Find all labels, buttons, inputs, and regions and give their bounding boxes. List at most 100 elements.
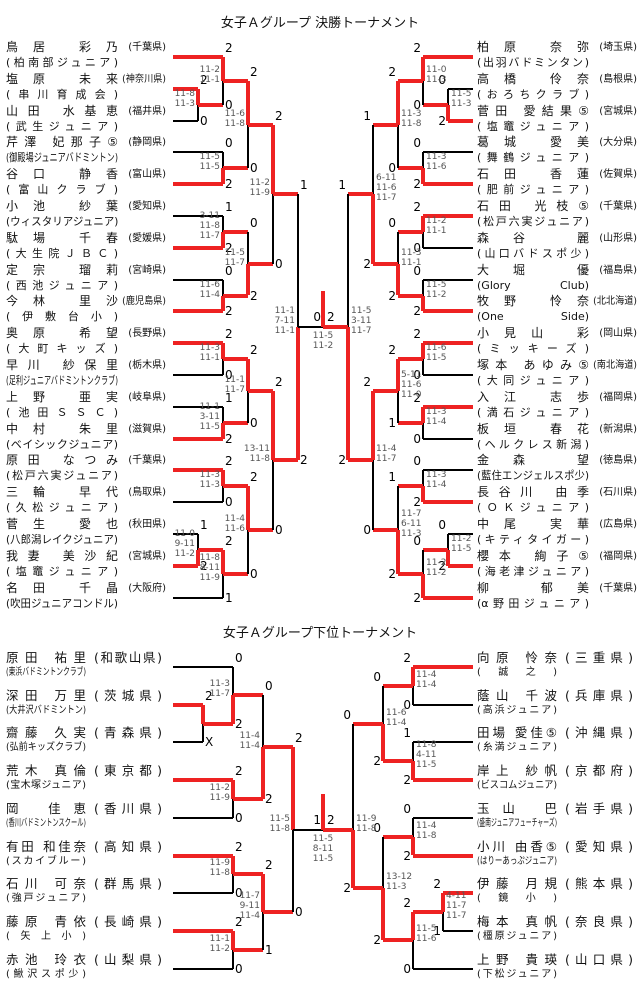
player-entry: 板垣 春花(新潟県)(ヘルクレス新潟): [477, 422, 637, 454]
winner-path: [246, 263, 250, 296]
game-score: 9-11: [239, 901, 260, 912]
games-won: 2: [403, 896, 411, 911]
games-won: 0: [388, 215, 396, 230]
player-club: (西池ジュニア): [6, 278, 118, 292]
section-title: 女子Ａグループ 決勝トーナメント: [220, 16, 420, 31]
bracket-connector: [412, 912, 414, 969]
final-line: [323, 325, 348, 330]
player-entry: 奥原 希望(長野県)(大町キッズ): [6, 326, 166, 358]
game-score: 11-7: [224, 384, 245, 395]
games-won: 0: [373, 669, 381, 684]
games-won: 0: [235, 961, 243, 976]
winner-path: [396, 359, 400, 391]
games-won: 2: [265, 858, 273, 873]
match-line: [273, 458, 298, 463]
player-line: [448, 563, 473, 568]
game-score: 11-6: [224, 524, 245, 535]
player-name: 柳 郁美: [477, 580, 589, 595]
winner-path: [221, 57, 225, 81]
player-club: (スカイブルー): [6, 855, 86, 867]
match-line: [223, 357, 248, 362]
player-line: [448, 118, 473, 123]
match-line: [248, 388, 273, 393]
games-won: 0: [363, 523, 371, 538]
games-won: 1: [265, 942, 273, 957]
games-won: 2: [438, 558, 446, 573]
player-entry: 三輪 早代(鳥取県)(久松ジュニア): [6, 485, 166, 517]
player-prefecture: (新潟県): [599, 423, 637, 435]
winner-path: [271, 390, 275, 461]
game-score: 11-4: [199, 289, 220, 300]
player-name: 柏原 奈弥: [477, 40, 589, 54]
games-won: 1: [225, 390, 233, 405]
player-line: [423, 55, 473, 59]
winner-path: [196, 549, 200, 566]
player-entry: 中尾 実華(広島県)(キティタイガー): [477, 517, 637, 549]
games-won: 2: [403, 773, 411, 788]
match-line: [233, 693, 263, 698]
player-line: [448, 87, 473, 90]
player-club: (大同ジュニア): [477, 374, 589, 387]
player-name: 牧野 怜奈: [477, 294, 589, 309]
games-won: 1: [225, 200, 233, 214]
winner-path: [231, 780, 235, 799]
match-line: [398, 78, 423, 83]
player-entry: 山田 水基恵(福井県)(武生ジュニア): [6, 104, 166, 136]
player-entry: 長谷川 由季(石川県)(ＯＫジュニア): [477, 485, 637, 517]
game-score: 11-7: [351, 326, 372, 337]
game-score: 11-7: [209, 689, 230, 700]
game-score: 11-8: [356, 823, 377, 834]
games-won: 0: [225, 263, 233, 278]
game-score: 11-7: [376, 193, 397, 204]
player-line: [173, 468, 223, 473]
match-line: [263, 910, 293, 915]
match-line: [398, 357, 423, 362]
games-won: 0: [250, 566, 258, 581]
player-name: 早川 紗保里: [6, 358, 118, 372]
player-name: 櫻本 絢子⑤: [477, 548, 589, 563]
game-score: 11-7: [401, 509, 422, 520]
winner-path: [221, 295, 225, 312]
winner-path: [396, 530, 400, 574]
player-line: [423, 374, 473, 376]
winner-path: [291, 747, 295, 830]
player-name: 芹澤 妃那子⑤: [6, 135, 118, 150]
player-prefecture: (愛知県): [565, 838, 633, 854]
player-prefecture: (千葉県): [128, 42, 166, 53]
game-score: 11-0: [174, 528, 195, 539]
games-won: 2: [225, 177, 233, 192]
game-score: 11-6: [426, 162, 447, 173]
player-entry: 藤原 青依(長崎県)(矢上小): [6, 914, 166, 946]
games-won: 2: [225, 454, 233, 469]
game-score: 11-1: [426, 225, 447, 236]
game-score: 11-2: [174, 548, 195, 559]
games-won: 2: [433, 877, 441, 892]
player-club: (おろちクラブ): [477, 87, 589, 101]
player-prefecture: (千葉県): [128, 455, 166, 467]
player-entry: 岸上 紗帆(京都府)(ビスコムジュニア): [477, 763, 637, 795]
games-won: 2: [413, 304, 421, 319]
match-line: [383, 834, 413, 839]
player-line: [173, 533, 198, 535]
player-prefecture: (山形県): [599, 232, 637, 244]
player-prefecture: (鹿児島県): [122, 296, 166, 308]
player-prefecture: (香川県): [94, 800, 162, 816]
champion-line: [321, 793, 325, 830]
player-line: [173, 405, 223, 408]
game-score: 11-6: [386, 707, 407, 718]
player-line: [173, 119, 198, 122]
player-name: 上野 亜実: [6, 389, 118, 404]
player-club: (御殿場ジュニアバドミントン): [6, 151, 118, 165]
game-score: 11-9: [356, 813, 377, 824]
match-line: [398, 293, 423, 298]
game-score: 13-12: [386, 872, 413, 883]
winner-path: [221, 549, 225, 574]
player-name: 奥原 希望: [6, 326, 118, 341]
player-club: (はりーあっぷジュニア): [477, 855, 557, 867]
game-score: 9-11: [174, 538, 195, 549]
match-line: [248, 528, 273, 533]
games-won: 0: [413, 263, 421, 278]
final-games-left: 1: [313, 812, 321, 827]
winner-path: [221, 343, 225, 360]
games-won: 0: [413, 240, 421, 255]
